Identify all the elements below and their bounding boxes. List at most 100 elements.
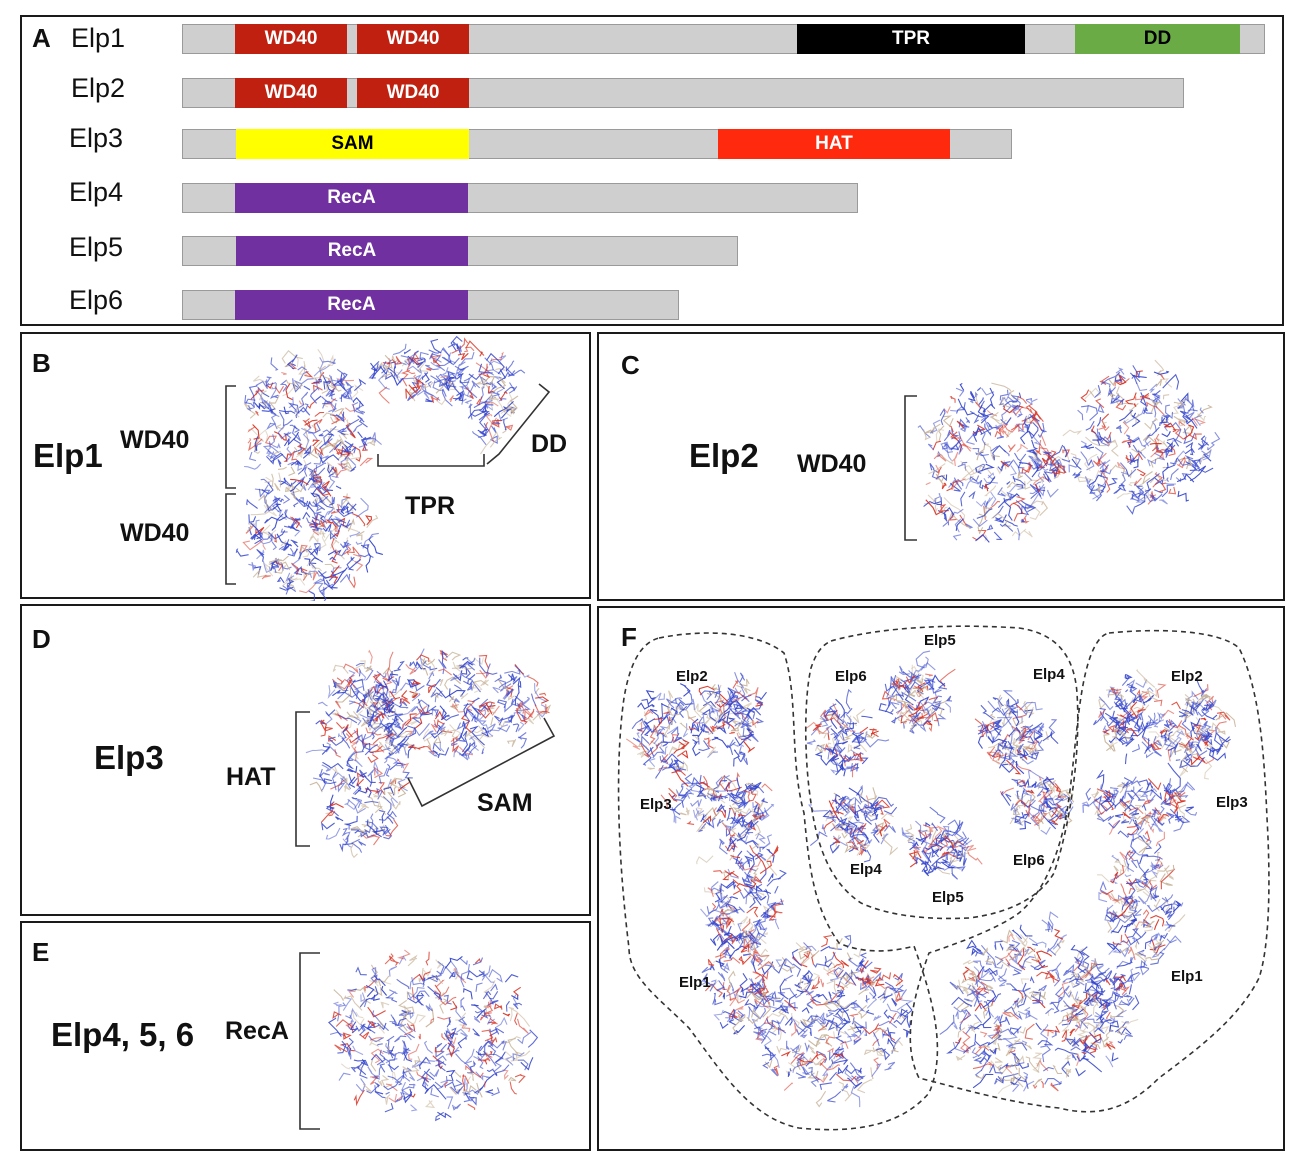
molecular-bond <box>946 695 953 702</box>
molecular-bond <box>353 746 358 753</box>
molecular-bond <box>1146 781 1154 790</box>
molecular-bond <box>1178 418 1188 427</box>
molecular-bond <box>283 406 290 415</box>
molecular-bond <box>724 788 733 793</box>
molecular-bond <box>1142 888 1154 898</box>
molecular-bond <box>744 819 759 829</box>
molecular-bond <box>477 1056 484 1070</box>
molecular-bond <box>1099 707 1109 724</box>
molecular-bond <box>897 710 910 725</box>
molecular-bond <box>1110 464 1125 477</box>
molecular-bond <box>696 807 705 818</box>
molecular-bond <box>751 867 759 881</box>
molecular-bond <box>1032 991 1042 1001</box>
molecular-bond <box>844 825 856 834</box>
molecular-bond <box>701 966 710 974</box>
molecular-bond <box>264 495 283 514</box>
molecular-bond <box>947 834 962 857</box>
molecular-bond <box>496 388 504 399</box>
molecular-bond <box>1181 704 1194 716</box>
molecular-bond <box>1077 1029 1087 1038</box>
molecular-bond <box>1026 479 1039 485</box>
molecular-bond <box>1128 887 1135 895</box>
molecular-bond <box>274 561 283 572</box>
molecular-bond <box>319 571 330 579</box>
molecular-bond <box>434 1055 447 1062</box>
molecular-bond <box>929 462 935 471</box>
molecular-bond <box>971 1021 980 1032</box>
molecular-bond <box>308 570 320 578</box>
molecular-bond <box>729 771 740 783</box>
molecular-bond <box>990 445 999 452</box>
molecular-bond <box>1002 430 1009 438</box>
molecular-bond <box>403 1088 413 1104</box>
molecular-bond <box>875 1047 891 1061</box>
molecular-bond <box>389 1016 398 1025</box>
molecular-bond <box>345 381 353 393</box>
molecular-bond <box>1071 994 1080 1003</box>
molecular-bond <box>860 822 867 834</box>
molecular-bond <box>851 1017 855 1025</box>
molecular-bond <box>786 1040 790 1050</box>
molecular-bond <box>390 735 401 747</box>
molecular-bond <box>1132 365 1141 378</box>
molecular-bond <box>1164 802 1171 806</box>
molecular-bond <box>975 534 990 543</box>
molecular-bond <box>739 722 754 736</box>
molecular-bond <box>956 850 962 862</box>
molecular-bond <box>351 838 363 853</box>
molecular-bond <box>1189 465 1207 482</box>
molecular-bond <box>349 1021 359 1034</box>
molecular-bond <box>491 1087 500 1097</box>
molecular-bond <box>943 867 957 871</box>
molecular-bond <box>961 468 976 481</box>
molecular-bond <box>730 789 747 805</box>
molecular-bond <box>423 968 432 977</box>
molecular-bond <box>293 431 302 453</box>
molecular-bond <box>430 338 442 354</box>
molecular-bond <box>270 357 279 371</box>
molecular-bond <box>1039 500 1049 516</box>
molecular-bond <box>758 937 767 944</box>
panel-c: C Elp2 WD40 <box>597 332 1285 601</box>
molecular-bond <box>1084 387 1102 400</box>
molecular-bond <box>459 957 468 966</box>
molecular-bond <box>1043 471 1052 483</box>
domain-wd40: WD40 <box>235 78 347 108</box>
molecular-bond <box>1009 496 1026 508</box>
molecular-bond <box>639 711 648 725</box>
molecular-bond <box>1049 459 1060 467</box>
molecular-bond <box>815 1090 827 1108</box>
molecular-bond <box>274 534 277 543</box>
molecular-bond <box>988 500 1001 510</box>
molecular-bond <box>836 976 852 995</box>
molecular-bond <box>1147 458 1157 467</box>
molecular-bond <box>363 743 371 751</box>
molecular-bond <box>327 549 342 556</box>
elp1-molecular-structure <box>235 335 526 601</box>
molecular-bond <box>481 971 485 981</box>
molecular-bond <box>1144 872 1148 883</box>
molecular-bond <box>359 1023 366 1036</box>
molecular-bond <box>459 751 469 761</box>
molecular-bond <box>994 1057 1004 1063</box>
molecular-bond <box>1153 817 1165 826</box>
molecular-bond <box>711 902 717 910</box>
molecular-bond <box>714 999 723 1006</box>
molecular-bond <box>1025 398 1038 406</box>
molecular-bond <box>448 695 457 703</box>
molecular-bond <box>722 982 727 990</box>
molecular-bond <box>370 686 385 690</box>
molecular-bond <box>740 987 749 993</box>
molecular-bond <box>916 680 929 692</box>
molecular-bond <box>479 412 491 431</box>
molecular-bond <box>1014 452 1027 462</box>
molecular-bond <box>1141 735 1151 742</box>
molecular-bond <box>312 777 328 791</box>
molecular-bond <box>293 502 299 508</box>
molecular-bond <box>346 765 358 774</box>
molecular-bond <box>831 709 838 717</box>
molecular-bond <box>430 689 443 698</box>
molecular-bond <box>336 712 342 720</box>
molecular-bond <box>812 976 821 989</box>
